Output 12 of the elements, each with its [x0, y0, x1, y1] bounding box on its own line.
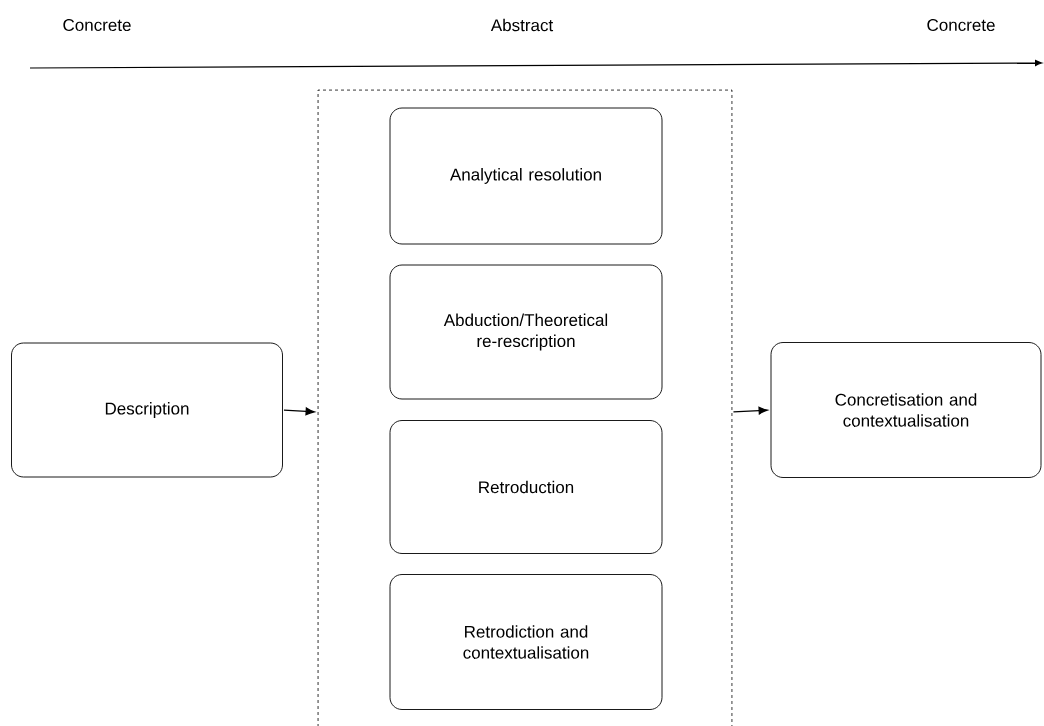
arrow — [283, 407, 315, 416]
arrow — [732, 406, 768, 415]
axis-label: Concrete — [63, 19, 131, 32]
process-box: Retrodiction and contextualisation — [389, 574, 663, 710]
process-box: Concretisation and contextualisation — [770, 342, 1042, 478]
process-box: Analytical resolution — [389, 107, 663, 245]
process-box: Retroduction — [389, 420, 663, 554]
process-box: Description — [11, 342, 283, 478]
process-box: Abduction/Theoretical re-rescription — [389, 264, 663, 400]
axis-label: Abstract — [490, 18, 554, 32]
axis-label: Concrete — [927, 19, 995, 32]
dashed-box — [317, 89, 733, 726]
